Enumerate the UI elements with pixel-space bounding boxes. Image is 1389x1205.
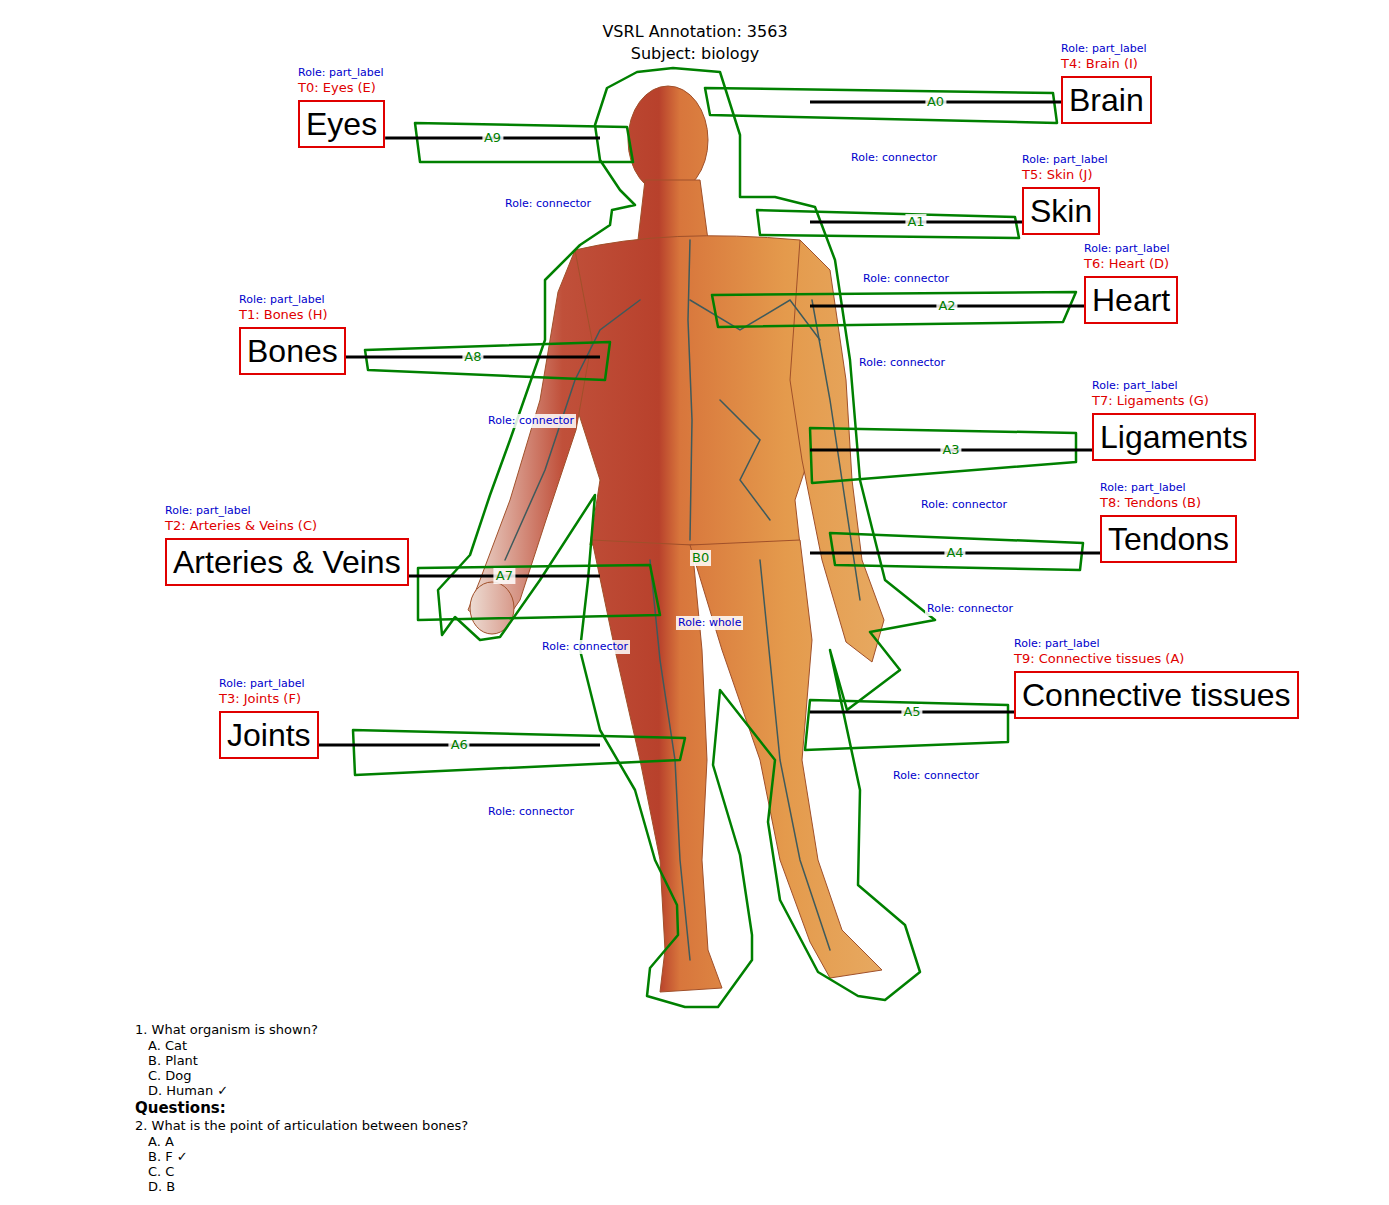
part-name: Ligaments [1092,413,1256,461]
part-label-group: Role: part_labelT1: Bones (H) Bones [239,293,346,375]
role-tag: Role: connector [503,197,593,211]
term-label: T7: Ligaments (G) [1092,393,1256,409]
vessel [688,240,692,540]
role-tag: Role: connector [919,498,1009,512]
vessel [690,300,820,340]
blood-vessels [505,240,860,960]
connector-region [757,210,1019,238]
part-label-group: Role: part_labelT5: Skin (J) Skin [1022,153,1108,235]
role-tag: Role: connector [857,356,947,370]
annotation-outlines [353,68,1083,1007]
figure-neck [638,180,708,240]
connector-id: A6 [449,737,470,753]
part-name: Bones [239,327,346,375]
role-tag: Role: whole [676,616,743,630]
role-tag: Role: part_label [298,66,385,80]
connector-id: A3 [940,442,961,458]
term-label: T5: Skin (J) [1022,167,1108,183]
connector-region [353,730,685,775]
answer-option: D. B [148,1179,175,1194]
whole-figure: B0Role: whole [600,66,810,1008]
role-tag: Role: connector [861,272,951,286]
questions-heading: Questions: [135,1100,226,1117]
connector-id: A4 [944,545,965,561]
role-tag: Role: part_label [1092,379,1256,393]
connector-region [712,292,1076,327]
role-tag: Role: part_label [1084,242,1178,256]
part-name: Skin [1022,187,1100,235]
role-tag: Role: part_label [219,677,319,691]
part-label-group: Role: part_labelT0: Eyes (E) Eyes [298,66,385,148]
title: VSRL Annotation: 3563 [602,22,787,42]
answer-option: A. Cat [148,1038,187,1053]
question: 1. What organism is shown? [135,1022,318,1037]
part-label-group: Role: part_labelT7: Ligaments (G) Ligamen… [1092,379,1256,461]
answer-option: A. A [148,1134,174,1149]
part-label-group: Role: part_labelT8: Tendons (B) Tendons [1100,481,1237,563]
role-tag: Role: part_label [239,293,346,307]
connector-id: A0 [925,94,946,110]
role-tag: Role: part_label [165,504,409,518]
part-name: Brain [1061,76,1152,124]
role-tag: Role: connector [486,414,576,428]
subtitle: Subject: biology [631,44,760,64]
part-name: Eyes [298,100,385,148]
connector-id: A2 [936,298,957,314]
term-label: T8: Tendons (B) [1100,495,1237,511]
connector-id: A8 [462,349,483,365]
vessel [720,400,770,520]
answer-option: C. Dog [148,1068,192,1083]
term-label: T0: Eyes (E) [298,80,385,96]
part-label-group: Role: part_labelT2: Arteries & Veins (C)… [165,504,409,586]
part-label-group: Role: part_labelT6: Heart (D) Heart [1084,242,1178,324]
connector-id: A7 [494,568,515,584]
term-label: T3: Joints (F) [219,691,319,707]
part-label-group: Role: part_labelT9: Connective tissues (… [1014,637,1299,719]
connector-region [365,342,610,380]
connector-region [805,700,1008,750]
term-label: T2: Arteries & Veins (C) [165,518,409,534]
answer-option: B. F ✓ [148,1149,188,1164]
answer-option: D. Human ✓ [148,1083,228,1098]
role-tag: Role: part_label [1022,153,1108,167]
question: 2. What is the point of articulation bet… [135,1118,468,1133]
term-label: T1: Bones (H) [239,307,346,323]
role-tag: Role: part_label [1014,637,1299,651]
answer-option: C. C [148,1164,174,1179]
role-tag: Role: part_label [1061,42,1152,56]
role-tag: Role: connector [849,151,939,165]
part-name: Arteries & Veins [165,538,409,586]
connector-region [418,565,660,620]
connector-id: A1 [905,214,926,230]
term-label: T6: Heart (D) [1084,256,1178,272]
answer-option: B. Plant [148,1053,198,1068]
term-label: T9: Connective tissues (A) [1014,651,1299,667]
part-name: Joints [219,711,319,759]
connector-region [705,88,1057,123]
part-label-group: Role: part_labelT3: Joints (F) Joints [219,677,319,759]
connector-region [415,123,633,162]
part-label-group: Role: part_labelT4: Brain (I) Brain [1061,42,1152,124]
connector-region [810,428,1076,483]
role-tag: Role: connector [540,640,630,654]
vessel [505,300,640,560]
role-tag: Role: connector [891,769,981,783]
part-name: Tendons [1100,515,1237,563]
figure-head [628,86,708,194]
whole-outline [438,68,935,1007]
connector-id: A5 [901,704,922,720]
role-tag: Role: part_label [1100,481,1237,495]
part-name: Connective tissues [1014,671,1299,719]
shape-id: B0 [690,550,711,566]
role-tag: Role: connector [925,602,1015,616]
role-tag: Role: connector [486,805,576,819]
part-name: Heart [1084,276,1178,324]
connector-id: A9 [482,130,503,146]
term-label: T4: Brain (I) [1061,56,1152,72]
figure-left-leg [592,540,722,992]
